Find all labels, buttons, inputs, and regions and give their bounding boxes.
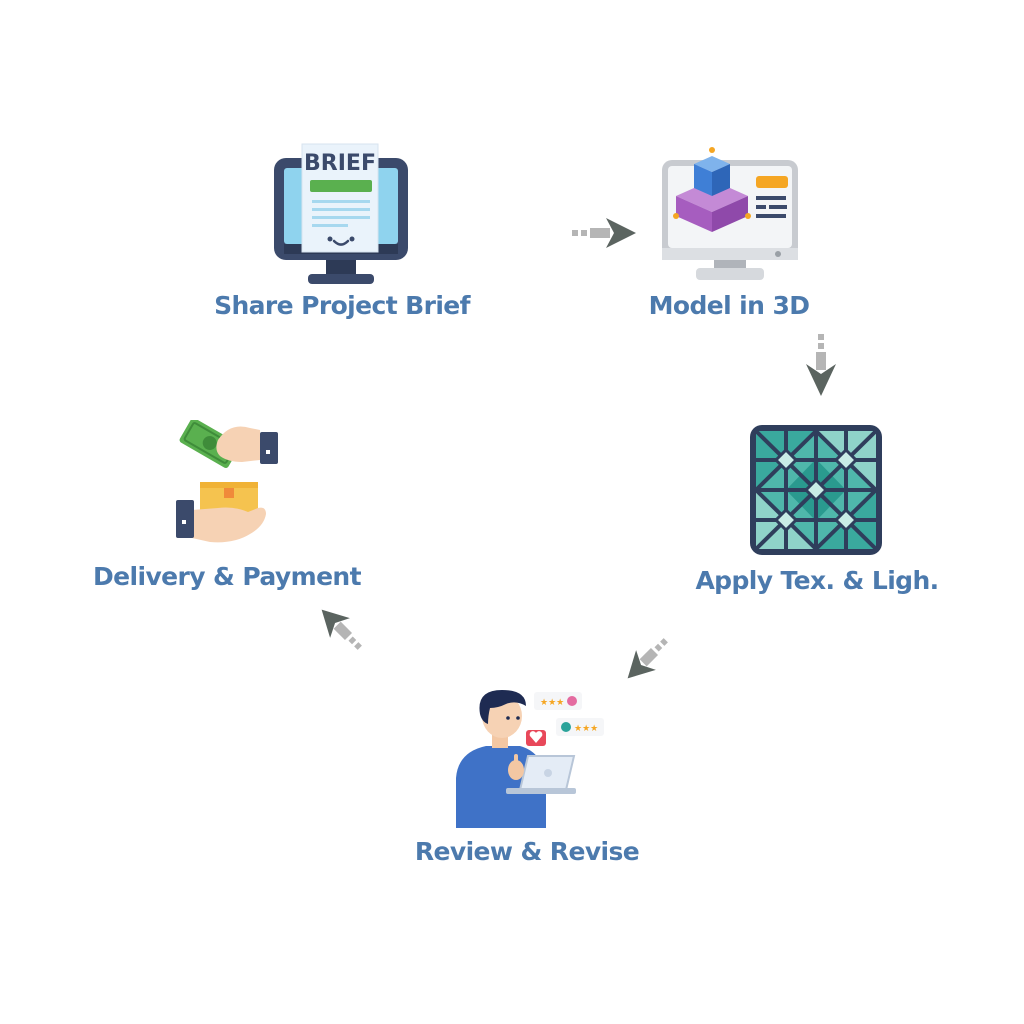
svg-text:★★★: ★★★ <box>540 698 564 708</box>
brief-icon-text: BRIEF <box>304 151 376 176</box>
brief-monitor-icon: BRIEF <box>274 143 408 284</box>
arrow-down-icon <box>806 334 836 396</box>
arrow-down-left-icon <box>627 638 668 679</box>
arrow-up-left-icon <box>321 609 362 650</box>
package-payment-icon <box>176 420 278 543</box>
texture-tile-icon <box>750 425 882 555</box>
step-label-delivery: Delivery & Payment <box>93 562 362 591</box>
3d-model-monitor-icon <box>662 147 798 280</box>
step-label-texture: Apply Tex. & Ligh. <box>695 566 939 595</box>
reviewer-laptop-icon: ★★★ ★★★ <box>456 690 604 828</box>
step-label-review: Review & Revise <box>414 837 640 866</box>
svg-text:★★★: ★★★ <box>574 724 598 734</box>
arrow-right-icon <box>572 218 636 248</box>
step-label-model: Model in 3D <box>648 291 810 320</box>
step-label-brief: Share Project Brief <box>214 291 470 320</box>
